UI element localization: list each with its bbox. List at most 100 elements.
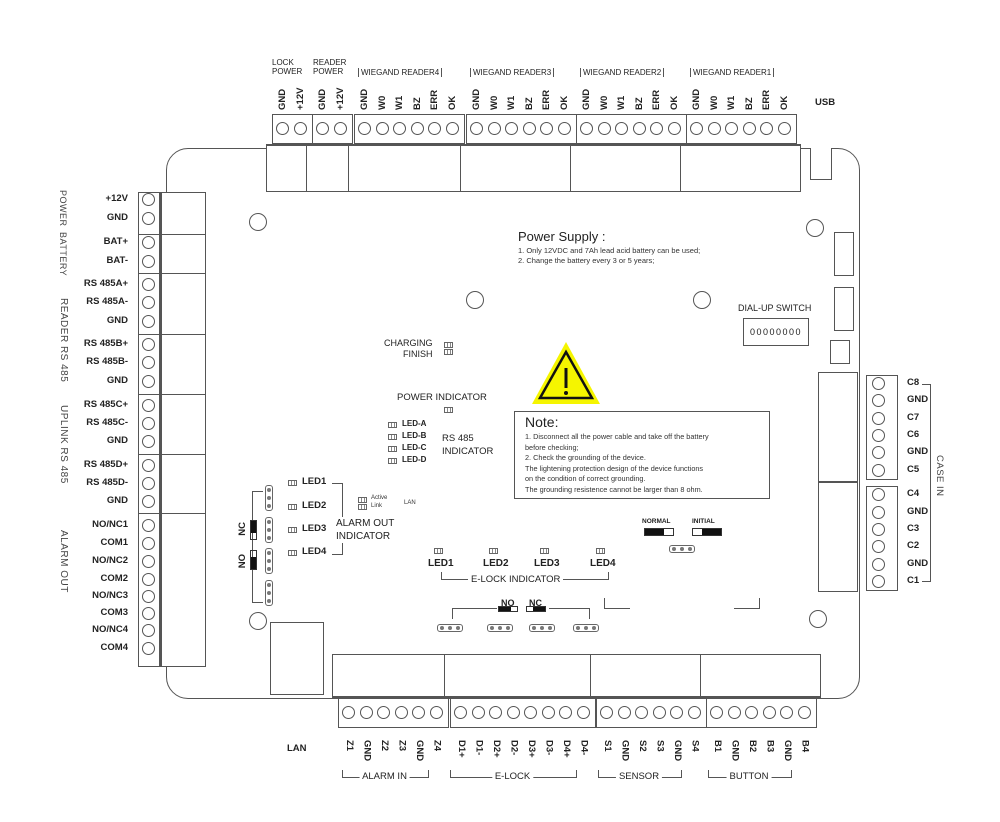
left-screw[interactable] xyxy=(142,255,155,268)
wiegand-reader-4-screw[interactable] xyxy=(445,122,459,135)
alarm-jumper-4[interactable] xyxy=(265,580,273,606)
bottom-screw[interactable] xyxy=(600,706,613,719)
wiegand-reader-4-screw[interactable] xyxy=(393,122,406,135)
case-in-screw[interactable] xyxy=(872,523,885,536)
wiegand-reader-1-screw[interactable] xyxy=(725,122,738,135)
case-in-terminal-block[interactable] xyxy=(866,375,898,480)
alarm-jumper-2[interactable] xyxy=(265,517,273,543)
case-in-screw[interactable] xyxy=(872,377,885,390)
left-screw[interactable] xyxy=(142,338,155,351)
bottom-screw[interactable] xyxy=(670,706,683,719)
left-screw[interactable] xyxy=(142,296,155,309)
wiegand-reader-2-screw[interactable] xyxy=(667,122,681,135)
initial-switch[interactable] xyxy=(692,528,722,536)
left-screw[interactable] xyxy=(142,607,155,620)
lock-power-screw[interactable] xyxy=(293,122,307,135)
bottom-screw[interactable] xyxy=(687,706,701,719)
elock-jumper-1[interactable] xyxy=(437,624,463,632)
bottom-screw[interactable] xyxy=(727,706,741,719)
left-screw[interactable] xyxy=(142,212,155,225)
wiegand-reader-1-screw[interactable] xyxy=(707,122,721,135)
elock-jumper-3[interactable] xyxy=(529,624,555,632)
case-in-screw[interactable] xyxy=(872,446,885,459)
wiegand-reader-1-terminal-block[interactable] xyxy=(686,114,797,144)
left-screw[interactable] xyxy=(142,537,155,550)
lock-power-screw[interactable] xyxy=(276,122,289,135)
wiegand-reader-1-screw[interactable] xyxy=(777,122,791,135)
wiegand-reader-3-screw[interactable] xyxy=(470,122,483,135)
reader-power-screw[interactable] xyxy=(316,122,329,135)
case-in-screw[interactable] xyxy=(872,464,885,477)
case-in-screw[interactable] xyxy=(872,540,885,553)
elock-no-switch[interactable] xyxy=(498,606,518,612)
wiegand-reader-4-screw[interactable] xyxy=(428,122,441,135)
case-in-screw[interactable] xyxy=(872,394,885,407)
alarm-jumper-1[interactable] xyxy=(265,485,273,511)
bottom-screw[interactable] xyxy=(359,706,373,719)
left-screw[interactable] xyxy=(142,642,155,655)
left-screw[interactable] xyxy=(142,417,155,430)
left-screw[interactable] xyxy=(142,278,155,291)
bottom-screw[interactable] xyxy=(506,706,520,719)
bottom-screw[interactable] xyxy=(762,706,776,719)
case-in-screw[interactable] xyxy=(872,429,885,442)
bottom-screw[interactable] xyxy=(797,706,811,719)
usb-port[interactable] xyxy=(810,148,832,180)
left-screw[interactable] xyxy=(142,236,155,249)
reader-power-screw[interactable] xyxy=(333,122,347,135)
case-in-terminal-block[interactable] xyxy=(866,486,898,591)
bottom-screw[interactable] xyxy=(559,706,572,719)
bottom-screw[interactable] xyxy=(454,706,467,719)
bottom-screw[interactable] xyxy=(489,706,502,719)
wiegand-reader-1-screw[interactable] xyxy=(742,122,756,135)
dial-up-switch[interactable]: 00000000 xyxy=(743,318,809,346)
left-screw[interactable] xyxy=(142,624,155,637)
left-screw[interactable] xyxy=(142,435,155,448)
left-screw[interactable] xyxy=(142,477,155,490)
wiegand-reader-1-screw[interactable] xyxy=(690,122,703,135)
left-screw[interactable] xyxy=(142,193,155,206)
normal-switch[interactable] xyxy=(644,528,674,536)
left-screw[interactable] xyxy=(142,356,155,369)
wiegand-reader-3-screw[interactable] xyxy=(540,122,553,135)
left-screw[interactable] xyxy=(142,519,155,532)
left-screw[interactable] xyxy=(142,459,155,472)
case-in-screw[interactable] xyxy=(872,575,885,588)
case-in-screw[interactable] xyxy=(872,412,885,425)
bottom-screw[interactable] xyxy=(471,706,485,719)
bottom-screw[interactable] xyxy=(576,706,590,719)
wiegand-reader-3-screw[interactable] xyxy=(522,122,536,135)
wiegand-reader-2-screw[interactable] xyxy=(650,122,663,135)
wiegand-reader-4-screw[interactable] xyxy=(410,122,424,135)
bottom-screw[interactable] xyxy=(342,706,355,719)
bottom-screw[interactable] xyxy=(745,706,758,719)
wiegand-reader-3-screw[interactable] xyxy=(557,122,571,135)
wiegand-reader-2-screw[interactable] xyxy=(615,122,628,135)
left-screw[interactable] xyxy=(142,375,155,388)
bottom-screw[interactable] xyxy=(429,706,443,719)
bottom-screw[interactable] xyxy=(652,706,666,719)
left-screw[interactable] xyxy=(142,495,155,508)
wiegand-reader-2-screw[interactable] xyxy=(597,122,611,135)
bottom-screw[interactable] xyxy=(412,706,425,719)
wiegand-reader-3-screw[interactable] xyxy=(487,122,501,135)
wiegand-reader-2-screw[interactable] xyxy=(632,122,646,135)
lan-port[interactable] xyxy=(270,622,324,695)
bottom-screw[interactable] xyxy=(617,706,631,719)
alarm-jumper-3[interactable] xyxy=(265,548,273,574)
case-in-screw[interactable] xyxy=(872,558,885,571)
bottom-screw[interactable] xyxy=(780,706,793,719)
case-in-screw[interactable] xyxy=(872,506,885,519)
left-screw[interactable] xyxy=(142,399,155,412)
wiegand-reader-1-screw[interactable] xyxy=(760,122,773,135)
elock-jumper-4[interactable] xyxy=(573,624,599,632)
bottom-screw[interactable] xyxy=(524,706,537,719)
bottom-screw[interactable] xyxy=(710,706,723,719)
wiegand-reader-3-screw[interactable] xyxy=(505,122,518,135)
left-screw[interactable] xyxy=(142,315,155,328)
left-screw[interactable] xyxy=(142,590,155,603)
mode-jumper[interactable] xyxy=(669,545,695,553)
case-in-screw[interactable] xyxy=(872,488,885,501)
bottom-screw[interactable] xyxy=(394,706,408,719)
left-screw[interactable] xyxy=(142,555,155,568)
